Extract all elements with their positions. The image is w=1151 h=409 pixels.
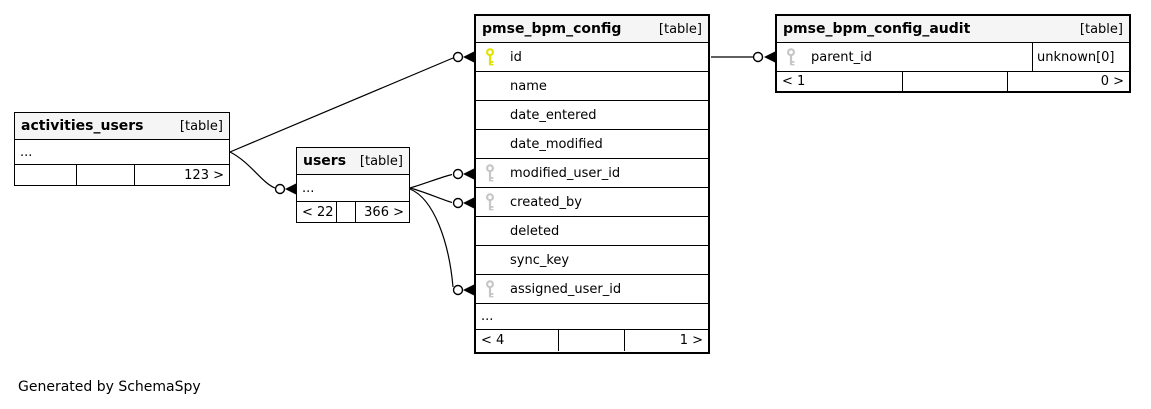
column-name: created_by <box>510 194 582 210</box>
key-slot <box>476 192 510 212</box>
table-header-users[interactable]: users [table] <box>297 148 409 175</box>
edge-arrowhead <box>285 183 296 195</box>
footer-parents-count: < 22 <box>297 202 337 222</box>
table-row-deleted: deleted <box>476 217 708 246</box>
edge-circle-marker <box>452 168 464 180</box>
table-type-label: [table] <box>179 118 223 134</box>
foreign-key-icon <box>485 192 495 210</box>
primary-key-icon <box>485 47 495 65</box>
table-row-name: name <box>476 72 708 101</box>
footer-cell <box>903 72 1008 91</box>
column-cell: parent_id <box>777 43 1032 71</box>
table-footer: 123 > <box>15 165 229 185</box>
table-row-ellipsis: ... <box>297 175 409 202</box>
table-users: users [table] ... < 22 366 > <box>296 147 410 223</box>
edge-users-to-assigned-user-id <box>409 188 454 288</box>
column-name: assigned_user_id <box>510 281 622 297</box>
footer-children-count: 366 > <box>364 204 404 220</box>
footer-children-count: 1 > <box>679 333 703 348</box>
footer-cell <box>15 165 77 185</box>
table-row-modified-user-id: modified_user_id <box>476 159 708 188</box>
table-activities-users: activities_users [table] ... 123 > <box>14 112 230 186</box>
table-row-ellipsis: ... <box>15 140 229 165</box>
footer-cell <box>77 165 135 185</box>
foreign-key-icon <box>485 163 495 181</box>
column-name: name <box>510 78 547 94</box>
row-label: ... <box>302 180 315 196</box>
column-name: date_modified <box>510 136 603 152</box>
table-name[interactable]: pmse_bpm_config_audit <box>783 21 971 37</box>
table-row-sync-key: sync_key <box>476 246 708 275</box>
table-row-ellipsis: ... <box>476 304 708 330</box>
edge-circle-marker <box>452 284 464 296</box>
table-row-assigned-user-id: assigned_user_id <box>476 275 708 304</box>
key-slot <box>476 47 510 67</box>
generator-note: Generated by SchemaSpy <box>18 379 201 395</box>
edge-arrowhead <box>764 51 775 63</box>
edge-users-to-created-by <box>409 187 453 204</box>
edge-circle-marker <box>452 51 464 63</box>
edge-arrowhead <box>463 284 474 296</box>
table-pmse-bpm-config-audit: pmse_bpm_config_audit [table] parent_id … <box>775 14 1131 93</box>
footer-cell <box>337 202 356 222</box>
column-type: unknown[0] <box>1032 43 1129 71</box>
row-label: ... <box>20 144 33 160</box>
table-row-parent-id: parent_id unknown[0] <box>777 43 1129 72</box>
edge-activities-users-to-users <box>229 151 276 189</box>
table-row-date-entered: date_entered <box>476 101 708 130</box>
key-slot <box>476 163 510 183</box>
table-row-id: id <box>476 43 708 72</box>
table-footer: < 1 0 > <box>777 72 1129 91</box>
foreign-key-icon <box>485 279 495 297</box>
edge-circle-marker <box>452 197 464 209</box>
edge-arrowhead <box>463 168 474 180</box>
column-name: parent_id <box>811 49 872 65</box>
table-row-created-by: created_by <box>476 188 708 217</box>
column-name: sync_key <box>510 252 570 268</box>
key-slot <box>476 279 510 299</box>
edge-circle-marker <box>274 183 286 195</box>
footer-children-count: 123 > <box>184 167 224 183</box>
table-header-pmse-bpm-config-audit[interactable]: pmse_bpm_config_audit [table] <box>777 16 1129 43</box>
edge-arrowhead <box>463 197 474 209</box>
footer-parents-count: < 1 <box>777 72 903 91</box>
table-footer: < 4 1 > <box>476 330 708 351</box>
table-footer: < 22 366 > <box>297 202 409 222</box>
footer-parents-count: < 4 <box>476 330 559 351</box>
column-name: deleted <box>510 223 560 239</box>
table-type-label: [table] <box>658 21 702 37</box>
column-name: modified_user_id <box>510 165 621 181</box>
table-type-label: [table] <box>359 153 403 169</box>
edge-users-to-modified-user-id <box>409 173 453 189</box>
column-name: id <box>510 49 522 65</box>
table-row-date-modified: date_modified <box>476 130 708 159</box>
footer-cell <box>559 330 625 351</box>
column-name: date_entered <box>510 107 597 123</box>
table-name[interactable]: users <box>303 153 347 169</box>
row-label: ... <box>481 309 494 324</box>
edge-arrowhead <box>463 51 474 63</box>
edge-circle-marker <box>752 51 764 63</box>
key-slot <box>777 47 811 67</box>
table-name[interactable]: pmse_bpm_config <box>482 21 622 37</box>
table-name[interactable]: activities_users <box>21 118 144 134</box>
table-header-activities-users[interactable]: activities_users [table] <box>15 113 229 140</box>
edge-activities-users-to-id <box>229 57 454 153</box>
foreign-key-icon <box>786 47 796 65</box>
table-header-pmse-bpm-config[interactable]: pmse_bpm_config [table] <box>476 16 708 43</box>
table-type-label: [table] <box>1079 21 1123 37</box>
table-pmse-bpm-config: pmse_bpm_config [table] id name date_ent… <box>474 14 710 354</box>
footer-children-count: 0 > <box>1100 74 1124 89</box>
